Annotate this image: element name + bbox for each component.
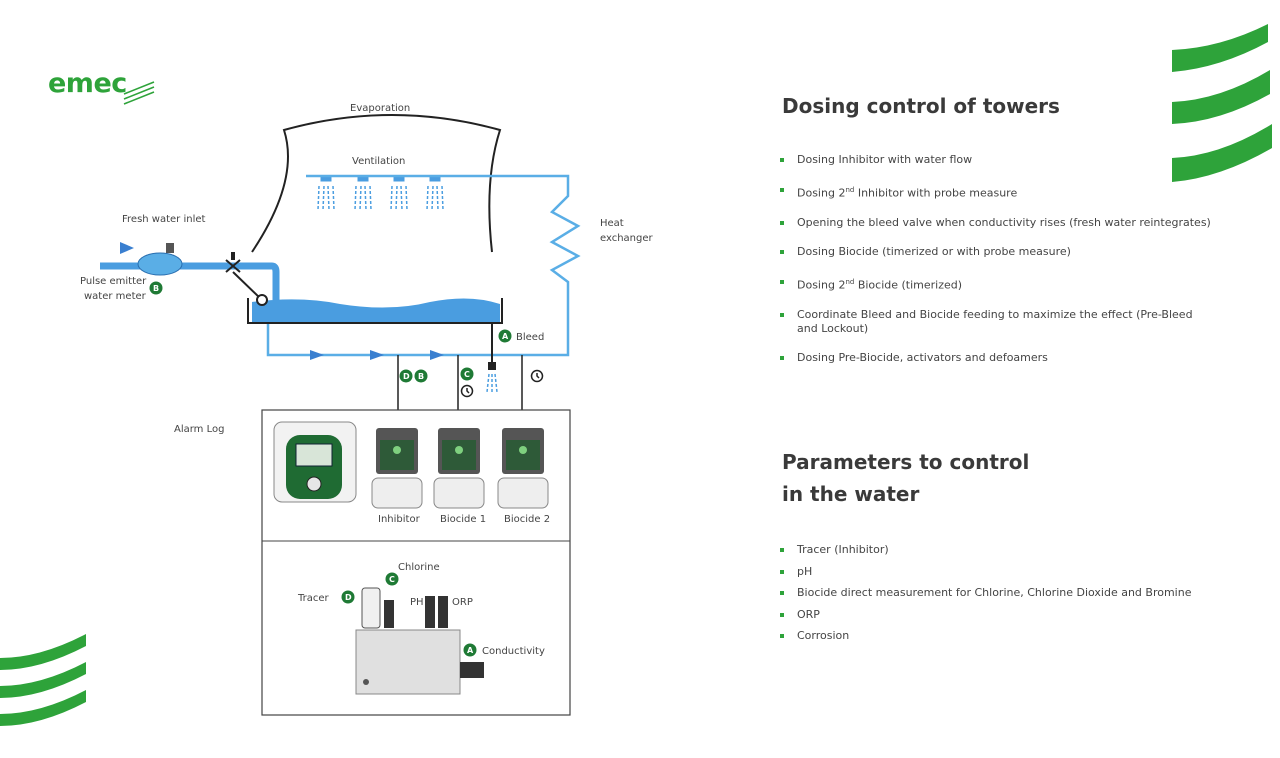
top-right-swoosh xyxy=(1172,24,1272,182)
bottom-left-swoosh xyxy=(0,634,86,726)
badge-d-tracer xyxy=(341,590,355,604)
pulse-emitter-label-2: water meter xyxy=(84,291,147,302)
badge-c-pump xyxy=(460,367,474,381)
logo-text: emec xyxy=(48,68,127,99)
probe-flow-cell xyxy=(355,587,484,695)
dosing-pump-3 xyxy=(497,428,549,509)
list-item: Coordinate Bleed and Biocide feeding to … xyxy=(780,308,1211,336)
pump-label-biocide-1: Biocide 1 xyxy=(440,514,486,525)
badge-c-chlorine xyxy=(385,572,399,586)
bleed-spray xyxy=(486,373,498,393)
conductivity-label: Conductivity xyxy=(482,646,545,657)
ventilation-sprays xyxy=(317,175,444,211)
inlet-arrow-icon xyxy=(120,242,134,254)
svg-text:A: A xyxy=(502,332,509,341)
spray-nozzle-1 xyxy=(317,175,335,211)
badge-b xyxy=(149,281,163,295)
timer-icon-2 xyxy=(530,369,544,383)
pulse-emitter-label-1: Pulse emitter xyxy=(80,276,147,287)
spray-nozzle-2 xyxy=(354,175,372,211)
flow-arrows xyxy=(310,350,444,360)
list-item: pH xyxy=(780,565,1191,579)
badge-a-conductivity xyxy=(463,643,477,657)
chlorine-probe xyxy=(384,600,394,628)
svg-text:A: A xyxy=(467,646,474,655)
list-item: Dosing 2nd Biocide (timerized) xyxy=(780,275,1211,293)
emec-logo: emec xyxy=(48,68,127,99)
list-item: Tracer (Inhibitor) xyxy=(780,543,1191,557)
heat-exchanger-label-2: exchanger xyxy=(600,233,654,244)
evaporation-label: Evaporation xyxy=(350,103,410,114)
svg-text:B: B xyxy=(418,372,424,381)
logo-waves-icon xyxy=(123,81,155,105)
ph-label: PH xyxy=(410,597,424,608)
tower-shell xyxy=(251,114,502,253)
timer-icon-1 xyxy=(460,384,474,398)
svg-text:C: C xyxy=(389,575,395,584)
timer-icons xyxy=(460,369,544,398)
tracer-probe xyxy=(361,587,381,629)
water-meter-icon xyxy=(137,252,183,276)
conductivity-probe xyxy=(460,662,484,678)
pump-label-inhibitor: Inhibitor xyxy=(378,514,421,525)
spray-nozzle-3 xyxy=(390,175,408,211)
svg-text:D: D xyxy=(403,372,410,381)
cooling-tower-diagram: Evaporation Ventilation Heat exchanger F… xyxy=(80,103,654,716)
pulse-emitter-icon xyxy=(166,243,174,253)
controller-unit xyxy=(273,421,357,503)
basin xyxy=(247,298,503,324)
fresh-water-inlet-label: Fresh water inlet xyxy=(122,214,206,225)
list-item: Dosing Pre-Biocide, activators and defoa… xyxy=(780,351,1211,365)
recirculation-pipe xyxy=(266,174,581,357)
dosing-list: Dosing Inhibitor with water flow Dosing … xyxy=(780,153,1211,381)
dosing-pump-1 xyxy=(371,428,423,509)
tracer-label: Tracer xyxy=(297,593,330,604)
heat-exchanger-label-1: Heat xyxy=(600,218,624,229)
list-item: Corrosion xyxy=(780,629,1191,643)
badge-d-pump xyxy=(399,369,413,383)
list-item: Dosing 2nd Inhibitor with probe measure xyxy=(780,183,1211,201)
svg-text:C: C xyxy=(464,370,470,379)
alarm-log-label: Alarm Log xyxy=(174,424,224,435)
badge-a-bleed xyxy=(498,329,512,343)
list-item: Opening the bleed valve when conductivit… xyxy=(780,216,1211,230)
list-item: ORP xyxy=(780,608,1191,622)
chlorine-label: Chlorine xyxy=(398,562,440,573)
dosing-pump-2 xyxy=(433,428,485,509)
spray-nozzle-4 xyxy=(426,175,444,211)
ventilation-label: Ventilation xyxy=(352,156,405,167)
badge-b-pump xyxy=(414,369,428,383)
basin-water xyxy=(252,298,500,322)
section-title-dosing: Dosing control of towers xyxy=(782,94,1060,118)
inlet-pipe-bend xyxy=(238,262,280,300)
bleed-nozzle xyxy=(488,362,496,370)
list-item: Dosing Biocide (timerized or with probe … xyxy=(780,245,1211,259)
orp-probe xyxy=(438,596,448,628)
ph-probe xyxy=(425,596,435,628)
svg-text:B: B xyxy=(153,284,159,293)
list-item: Biocide direct measurement for Chlorine,… xyxy=(780,586,1191,600)
float-ball-icon xyxy=(256,294,268,306)
bleed-label: Bleed xyxy=(516,332,544,343)
parameters-list: Tracer (Inhibitor) pH Biocide direct mea… xyxy=(780,543,1191,651)
pump-label-biocide-2: Biocide 2 xyxy=(504,514,550,525)
float-arm xyxy=(232,271,263,301)
orp-label: ORP xyxy=(452,597,473,608)
inlet-valve-icon xyxy=(225,259,241,273)
svg-text:D: D xyxy=(345,593,352,602)
list-item: Dosing Inhibitor with water flow xyxy=(780,153,1211,167)
